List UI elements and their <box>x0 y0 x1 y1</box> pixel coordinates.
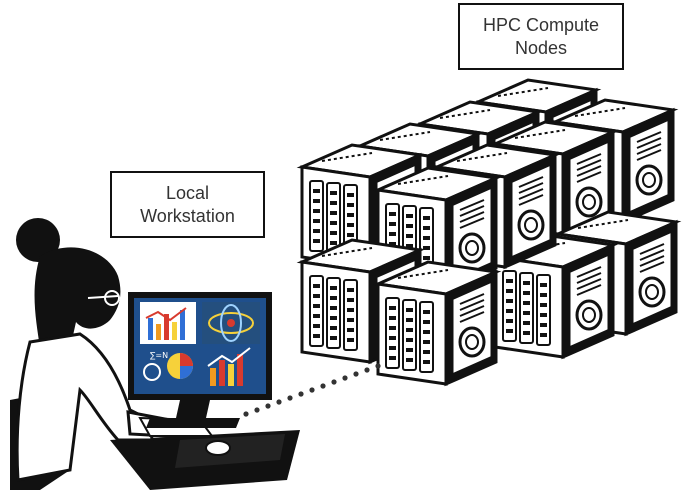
label-line: Nodes <box>514 37 568 58</box>
local-workstation-label: Local Workstation <box>110 171 265 238</box>
label-line: Workstation <box>140 205 235 226</box>
screen-caption: ∑=N <box>150 351 168 360</box>
server-node-icon <box>376 260 498 386</box>
mouse <box>205 440 231 456</box>
monitor: ∑=N <box>128 292 272 428</box>
person-silhouette <box>15 218 172 482</box>
hpc-node-cluster <box>300 78 678 386</box>
workstation-scene: ∑=N <box>10 218 300 490</box>
hpc-compute-nodes-label: HPC Compute Nodes <box>458 3 624 70</box>
connection-dotted-line <box>243 363 381 417</box>
label-line: HPC Compute <box>482 14 600 35</box>
label-line: Local <box>165 182 210 203</box>
